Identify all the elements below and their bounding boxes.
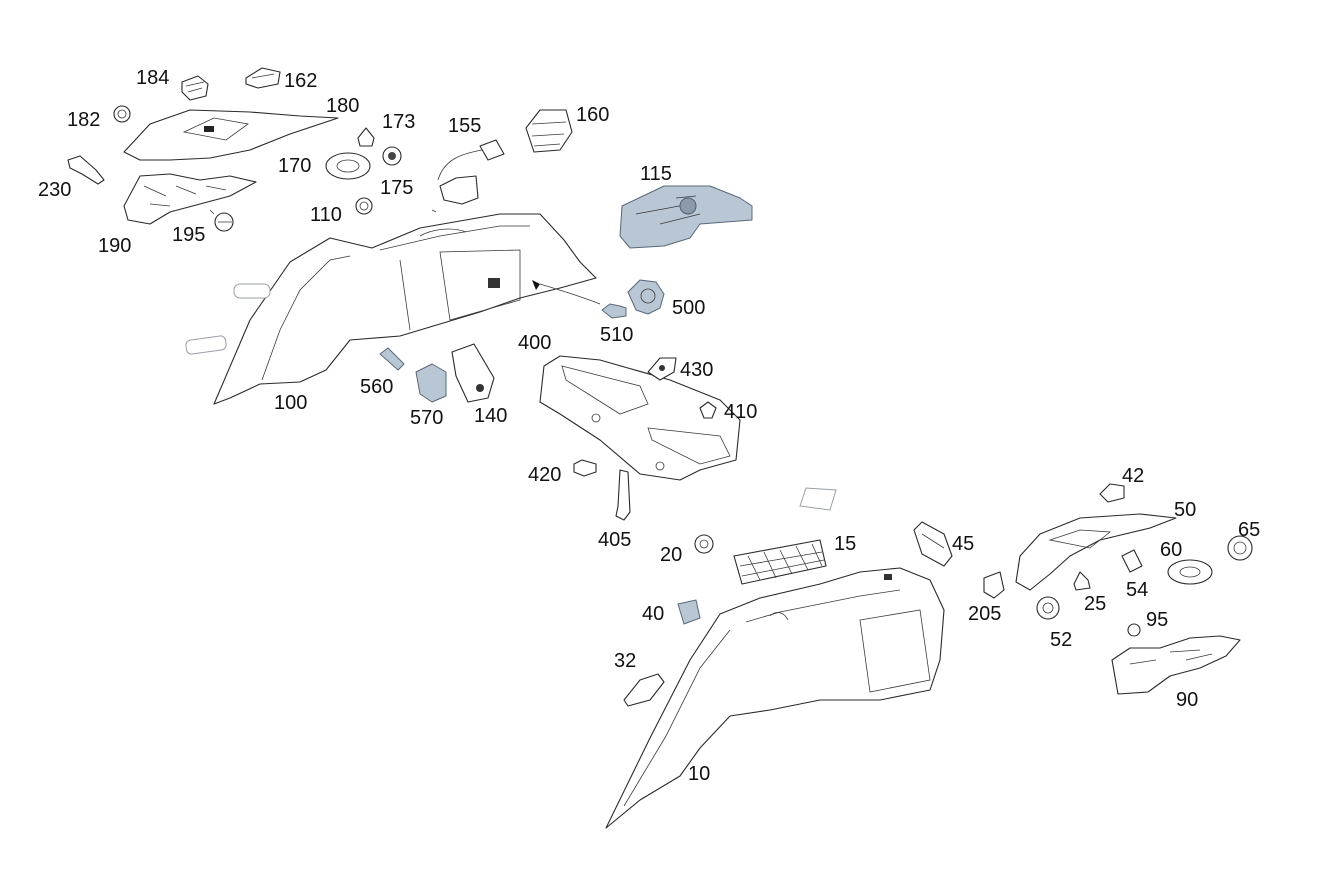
part-155-cable-socket[interactable] bbox=[437, 139, 505, 205]
callout-162[interactable]: 162 bbox=[284, 70, 318, 92]
callout-50[interactable]: 50 bbox=[1174, 499, 1197, 521]
callout-420[interactable]: 420 bbox=[528, 464, 562, 486]
part-45-speaker-cover[interactable] bbox=[913, 521, 953, 567]
part-170-speaker[interactable] bbox=[325, 152, 371, 180]
part-10-right-trim-panel[interactable] bbox=[605, 567, 945, 829]
callout-195[interactable]: 195 bbox=[172, 224, 206, 246]
callout-510[interactable]: 510 bbox=[600, 324, 634, 346]
callout-52[interactable]: 52 bbox=[1050, 629, 1073, 651]
part-195-screw[interactable] bbox=[209, 209, 234, 232]
part-400-sill-panel[interactable] bbox=[539, 355, 741, 481]
part-100-left-trim-panel[interactable] bbox=[213, 213, 601, 405]
part-570-cover[interactable] bbox=[415, 363, 447, 403]
callout-155[interactable]: 155 bbox=[448, 115, 482, 137]
part-40-cover[interactable] bbox=[677, 599, 701, 625]
callout-180[interactable]: 180 bbox=[326, 95, 360, 117]
callout-410[interactable]: 410 bbox=[724, 401, 758, 423]
callout-205[interactable]: 205 bbox=[968, 603, 1002, 625]
part-230-bracket[interactable] bbox=[67, 155, 105, 185]
callout-115[interactable]: 115 bbox=[640, 163, 672, 185]
part-52-plug[interactable] bbox=[1036, 596, 1060, 620]
callout-405[interactable]: 405 bbox=[598, 529, 632, 551]
callout-430[interactable]: 430 bbox=[680, 359, 714, 381]
callout-90[interactable]: 90 bbox=[1176, 689, 1199, 711]
part-190-side-bracket[interactable] bbox=[123, 173, 257, 225]
part-500-hook[interactable] bbox=[627, 279, 665, 315]
part-25-nut[interactable] bbox=[1073, 571, 1091, 591]
part-410-clip[interactable] bbox=[699, 401, 717, 419]
callout-25[interactable]: 25 bbox=[1084, 593, 1107, 615]
callout-54[interactable]: 54 bbox=[1126, 579, 1149, 601]
part-60-speaker[interactable] bbox=[1167, 559, 1213, 585]
part-90-side-bracket[interactable] bbox=[1111, 635, 1241, 695]
part-162-lamp[interactable] bbox=[245, 67, 281, 89]
part-182-plug[interactable] bbox=[113, 105, 131, 123]
part-420-bolt[interactable] bbox=[573, 459, 597, 477]
part-54-clip[interactable] bbox=[1121, 549, 1143, 573]
callout-570[interactable]: 570 bbox=[410, 407, 444, 429]
part-430-clip[interactable] bbox=[647, 357, 677, 381]
part-ghost-outline-right bbox=[799, 487, 837, 511]
part-95-screw[interactable] bbox=[1127, 623, 1141, 637]
callout-15[interactable]: 15 bbox=[834, 533, 857, 555]
callout-182[interactable]: 182 bbox=[67, 109, 101, 131]
part-15-net[interactable] bbox=[733, 539, 827, 585]
callout-175[interactable]: 175 bbox=[380, 177, 414, 199]
part-205-bracket[interactable] bbox=[983, 571, 1005, 599]
part-100-ghost-outline-b bbox=[185, 335, 227, 355]
callout-45[interactable]: 45 bbox=[952, 533, 975, 555]
callout-40[interactable]: 40 bbox=[642, 603, 665, 625]
part-32-cover[interactable] bbox=[623, 673, 665, 707]
part-100-ghost-outline-a bbox=[233, 283, 271, 299]
part-160-module[interactable] bbox=[525, 109, 573, 153]
callout-95[interactable]: 95 bbox=[1146, 609, 1169, 631]
part-50-upper-panel[interactable] bbox=[1015, 513, 1177, 591]
part-140-lid[interactable] bbox=[451, 343, 495, 403]
part-175-grommet[interactable] bbox=[382, 146, 402, 166]
part-184-clip[interactable] bbox=[181, 75, 209, 101]
callout-42[interactable]: 42 bbox=[1122, 465, 1145, 487]
part-405-hook[interactable] bbox=[615, 469, 631, 521]
callout-190[interactable]: 190 bbox=[98, 235, 132, 257]
callout-100[interactable]: 100 bbox=[274, 392, 308, 414]
part-115-tool-tray[interactable] bbox=[619, 185, 753, 249]
part-510-bolt[interactable] bbox=[601, 303, 627, 319]
part-42-lamp[interactable] bbox=[1099, 483, 1125, 503]
part-65-grommet[interactable] bbox=[1227, 535, 1253, 561]
callout-184[interactable]: 184 bbox=[136, 67, 170, 89]
callout-110[interactable]: 110 bbox=[310, 204, 342, 226]
callout-500[interactable]: 500 bbox=[672, 297, 706, 319]
callout-560[interactable]: 560 bbox=[360, 376, 394, 398]
callout-32[interactable]: 32 bbox=[614, 650, 637, 672]
part-173-nut[interactable] bbox=[357, 127, 375, 147]
callout-20[interactable]: 20 bbox=[660, 544, 683, 566]
part-20-plug[interactable] bbox=[694, 534, 714, 554]
callout-400[interactable]: 400 bbox=[518, 332, 552, 354]
callout-10[interactable]: 10 bbox=[688, 763, 711, 785]
callout-170[interactable]: 170 bbox=[278, 155, 312, 177]
part-110-plug[interactable] bbox=[355, 197, 373, 215]
callout-160[interactable]: 160 bbox=[576, 104, 610, 126]
callout-173[interactable]: 173 bbox=[382, 111, 416, 133]
callout-230[interactable]: 230 bbox=[38, 179, 72, 201]
divider-dot bbox=[431, 209, 437, 213]
callout-140[interactable]: 140 bbox=[474, 405, 508, 427]
part-560-screw[interactable] bbox=[379, 347, 405, 371]
callout-65[interactable]: 65 bbox=[1238, 519, 1261, 541]
part-180-upper-panel[interactable] bbox=[123, 109, 339, 161]
callout-60[interactable]: 60 bbox=[1160, 539, 1183, 561]
